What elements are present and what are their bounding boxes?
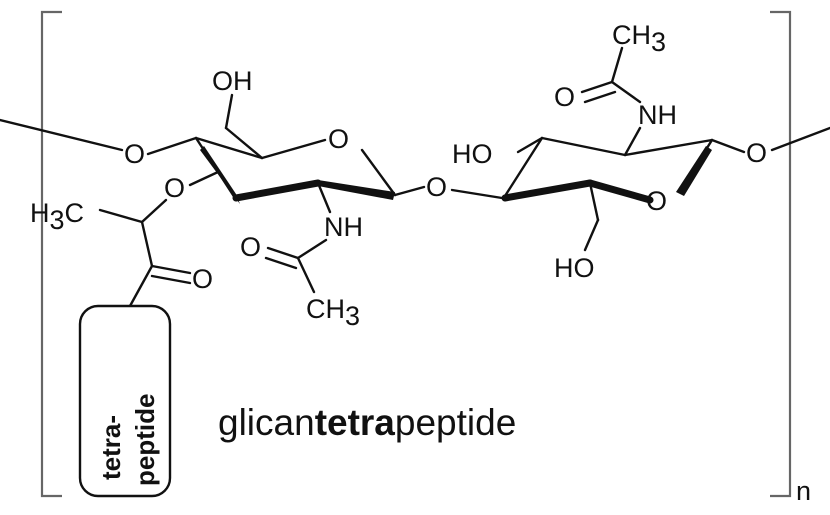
right-bracket bbox=[770, 10, 792, 498]
glycosidic-oxygen-right: O bbox=[746, 138, 767, 168]
acetyl-carbonyl-oxygen-right: O bbox=[554, 82, 575, 112]
lactyl-oxygen: O bbox=[164, 173, 185, 203]
ch2-bond-left bbox=[224, 126, 264, 160]
right-sugar-ring bbox=[501, 136, 714, 204]
ring-oxygen-left: O bbox=[328, 124, 349, 154]
ring-oxygen-right: O bbox=[646, 186, 667, 216]
amide-nh-middle: NH bbox=[324, 212, 363, 242]
hydroxyl-right: HO bbox=[452, 139, 493, 169]
methyl-top-right: CH3 bbox=[612, 20, 666, 57]
methyl-left: H3C bbox=[30, 198, 84, 235]
lactyl-carbonyl-oxygen: O bbox=[192, 264, 213, 294]
hydroxyl-bottom-right: HO bbox=[554, 253, 595, 283]
hydroxyl-top: OH bbox=[212, 66, 253, 96]
glycosidic-oxygen-middle: O bbox=[426, 172, 447, 202]
tetrapeptide-box: tetra- peptide bbox=[78, 304, 172, 498]
glycosidic-oxygen-left: O bbox=[124, 139, 145, 169]
caption-label: glicantetrapeptide bbox=[218, 402, 517, 443]
tetrapeptide-label-line1: tetra- bbox=[96, 415, 126, 480]
amide-nh-top-right: NH bbox=[638, 100, 677, 130]
left-bracket bbox=[40, 10, 62, 498]
methyl-bottom: CH3 bbox=[306, 294, 360, 331]
acetyl-carbonyl-oxygen-middle: O bbox=[240, 232, 261, 262]
repeat-count-label: n bbox=[796, 476, 811, 506]
tetrapeptide-label-line2: peptide bbox=[130, 394, 160, 486]
left-sugar-ring bbox=[194, 136, 397, 204]
